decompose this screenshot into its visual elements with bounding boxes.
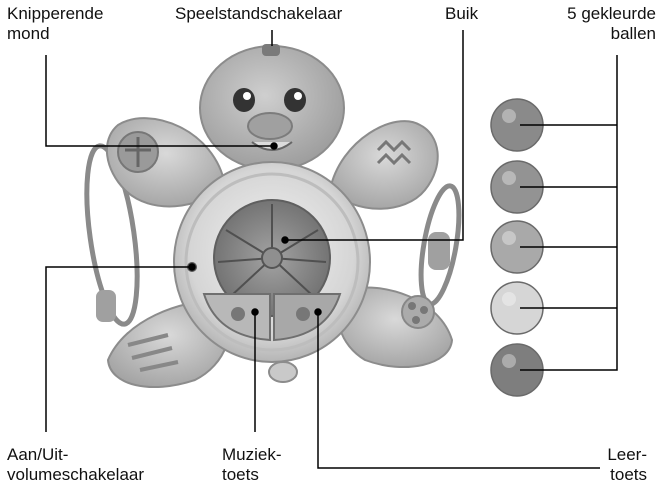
ball-highlight-4 — [502, 292, 516, 306]
label-music-button-line1: Muziek- — [222, 445, 282, 465]
label-colored-balls: 5 gekleurde ballen — [567, 4, 656, 44]
label-blinking-mouth-line1: Knipperende — [7, 4, 103, 24]
ball-highlight-1 — [502, 109, 516, 123]
label-blinking-mouth: Knipperende mond — [7, 4, 103, 44]
label-power-volume-line2: volumeschakelaar — [7, 465, 144, 485]
left-eye — [233, 88, 255, 112]
ball-highlight-5 — [502, 354, 516, 368]
nose — [248, 113, 292, 139]
label-belly: Buik — [445, 4, 478, 24]
label-music-button-line2: toets — [222, 465, 282, 485]
label-learn-button-line2: toets — [607, 465, 647, 485]
tail — [269, 362, 297, 382]
learn-button-icon — [296, 307, 310, 321]
label-power-volume-line1: Aan/Uit- — [7, 445, 144, 465]
label-learn-button-line1: Leer- — [607, 445, 647, 465]
ball-highlight-2 — [502, 171, 516, 185]
label-blinking-mouth-line2: mond — [7, 24, 103, 44]
left-ring-bead — [96, 290, 116, 322]
right-eye — [284, 88, 306, 112]
music-button-icon — [231, 307, 245, 321]
mode-switch-knob — [262, 44, 280, 56]
right-ring-bead — [428, 232, 450, 270]
label-music-button: Muziek- toets — [222, 445, 282, 485]
label-colored-balls-line1: 5 gekleurde — [567, 4, 656, 24]
label-power-volume-switch: Aan/Uit- volumeschakelaar — [7, 445, 144, 485]
label-mode-switch: Speelstandschakelaar — [175, 4, 342, 24]
turtle-head — [200, 46, 344, 170]
label-learn-button: Leer- toets — [607, 445, 647, 485]
label-colored-balls-line2: ballen — [567, 24, 656, 44]
ball-highlight-3 — [502, 231, 516, 245]
